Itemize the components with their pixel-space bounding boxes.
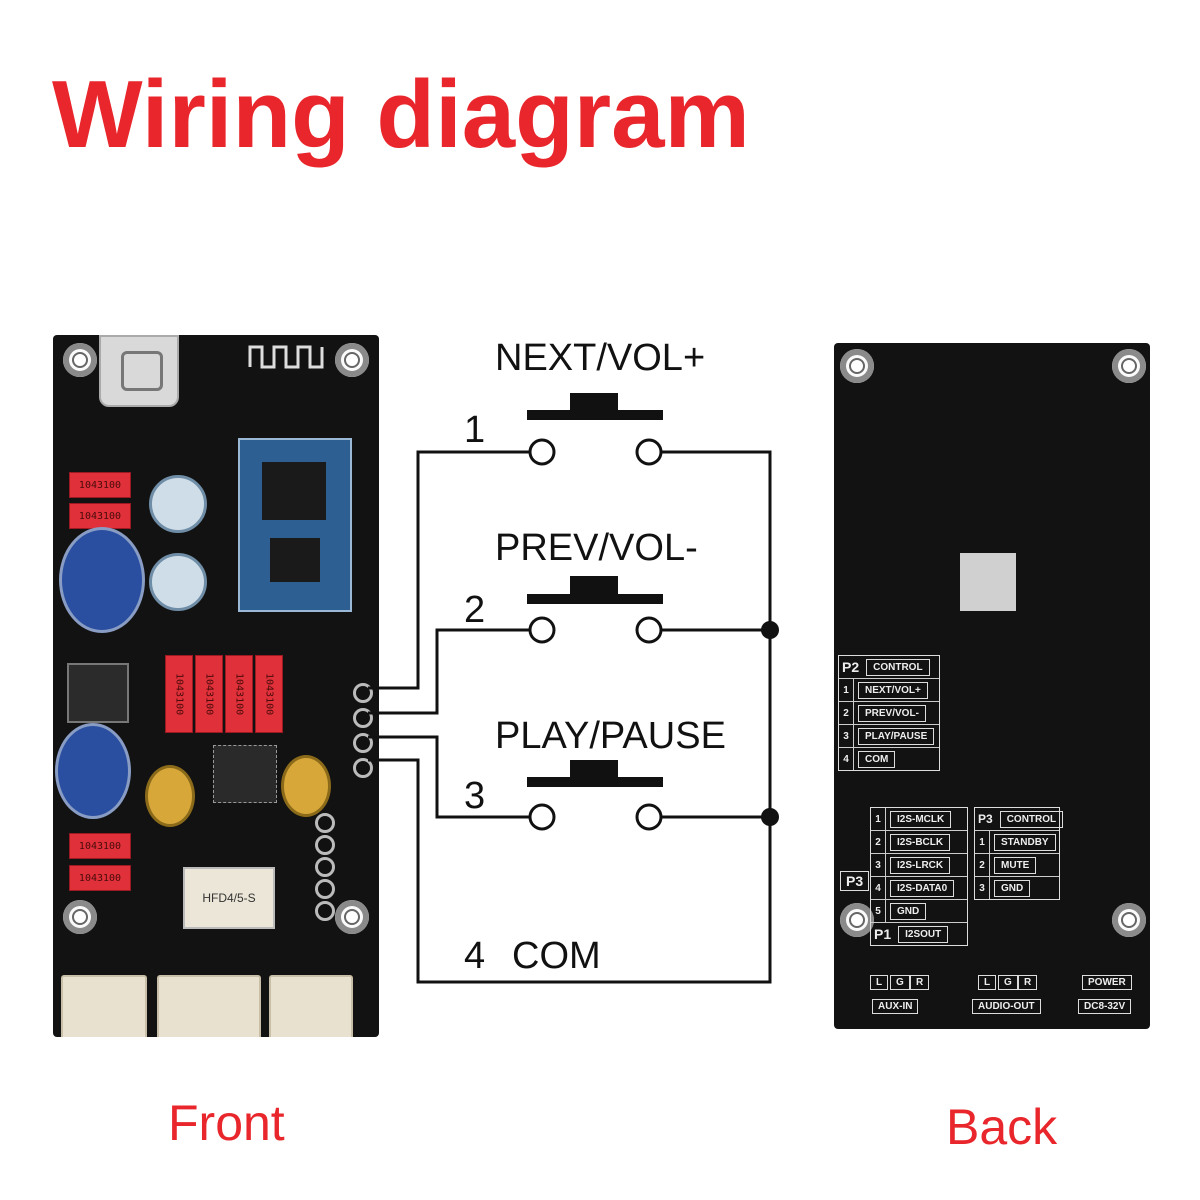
bluetooth-module: [238, 438, 352, 612]
p1-tag: P1: [874, 926, 892, 942]
wire-1: [368, 450, 529, 690]
junction-dot: [761, 808, 779, 826]
capacitor: [59, 527, 145, 633]
mount-hole: [63, 343, 97, 377]
resistor: 1043100: [69, 472, 131, 498]
mount-hole: [335, 343, 369, 377]
front-board: 1043100 1043100 1043100 1043100 1043100 …: [53, 335, 379, 1037]
capacitor: [149, 475, 207, 533]
header-pin: [315, 835, 335, 855]
aux-in-l: L: [870, 975, 889, 990]
diagram-title: Wiring diagram: [52, 61, 750, 168]
push-button-3: [527, 760, 663, 831]
resistor: 1043100: [165, 655, 193, 733]
amplifier-chip: [213, 745, 277, 803]
button-2-number: 2: [464, 589, 485, 631]
resistor: 1043100: [255, 655, 283, 733]
capacitor: [55, 723, 131, 819]
resistor: 1043100: [225, 655, 253, 733]
aux-in-g: G: [890, 975, 910, 990]
aux-in-connector: [61, 975, 147, 1037]
audio-out-l: L: [978, 975, 997, 990]
back-caption: Back: [946, 1099, 1058, 1155]
p3-left-tag: P3: [840, 871, 870, 891]
capacitor: [281, 755, 331, 817]
resistor: 1043100: [195, 655, 223, 733]
p2-tag: P2: [842, 659, 860, 675]
audio-out-connector: [157, 975, 261, 1037]
com-number: 4: [464, 935, 485, 977]
p2-title: CONTROL: [866, 658, 930, 676]
button-1-number: 1: [464, 409, 485, 451]
header-pin: [315, 813, 335, 833]
p3-tag: P3: [978, 812, 993, 826]
p3-title: CONTROL: [999, 810, 1064, 828]
aux-in-r: R: [910, 975, 930, 990]
front-caption: Front: [168, 1095, 285, 1151]
mount-hole: [63, 900, 97, 934]
capacitor: [149, 553, 207, 611]
mount-hole: [335, 900, 369, 934]
p1-title: I2SOUT: [898, 925, 949, 943]
wire-2: [368, 628, 529, 715]
thermal-pad: [960, 553, 1016, 611]
aux-in-label: AUX-IN: [872, 999, 919, 1014]
push-button-1: [527, 393, 663, 466]
power-range-label: DC8-32V: [1078, 999, 1132, 1014]
header-pin: [315, 857, 335, 877]
header-pin: [353, 758, 373, 778]
button-3-number: 3: [464, 775, 485, 817]
resistor: 1043100: [69, 865, 131, 891]
audio-out-r: R: [1018, 975, 1038, 990]
relay: HFD4/5-S: [183, 867, 275, 929]
push-button-2: [527, 576, 663, 644]
mount-hole: [840, 349, 874, 383]
junction-dot: [761, 621, 779, 639]
header-pin: [315, 879, 335, 899]
com-label: COM: [512, 935, 601, 977]
wire-com: [368, 450, 772, 984]
mount-hole: [1112, 349, 1146, 383]
mount-hole: [840, 903, 874, 937]
power-label: POWER: [1082, 975, 1132, 990]
resistor: 1043100: [69, 833, 131, 859]
power-connector: [269, 975, 353, 1037]
mount-hole: [1112, 903, 1146, 937]
wire-3: [368, 735, 529, 819]
button-1-label: NEXT/VOL+: [495, 337, 705, 379]
button-3-label: PLAY/PAUSE: [495, 715, 726, 757]
usb-c-port: [99, 335, 179, 407]
pcb-antenna: [248, 345, 324, 369]
voltage-regulator: [67, 663, 129, 723]
header-pin: [315, 901, 335, 921]
audio-out-label: AUDIO-OUT: [972, 999, 1041, 1014]
capacitor: [145, 765, 195, 827]
button-2-label: PREV/VOL-: [495, 527, 698, 569]
audio-out-g: G: [998, 975, 1018, 990]
